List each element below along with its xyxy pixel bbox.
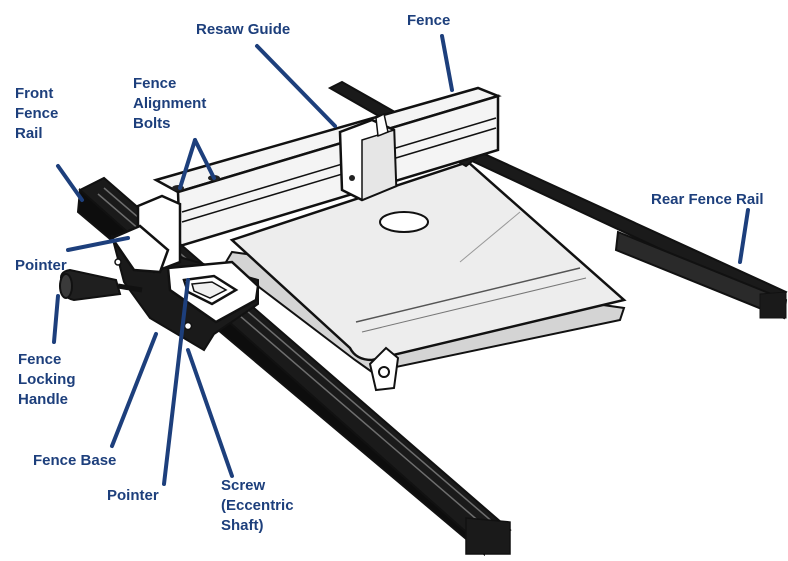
pointer-window-inner [191,281,228,299]
fence-groove-2 [181,127,497,223]
fence-body [152,86,502,248]
leader-lines [52,34,750,486]
table-bracket [368,346,400,392]
leader-screw [186,348,234,478]
table-top [229,160,627,362]
handle-cap [59,273,73,299]
label-pointer-upper: Pointer [15,257,67,274]
table-seam [459,211,521,263]
leader-alignment-bolt-1 [178,138,197,190]
label-fence-alignment-bolts: Fence Alignment Bolts [133,75,207,132]
leader-pointer-upper [66,236,130,252]
leader-alignment-bolt-2 [193,138,216,180]
label-front-fence-rail: Front Fence Rail [15,85,59,142]
label-pointer-lower: Pointer [107,487,159,504]
front-rail-end-cap [465,517,511,555]
leader-front-rail [56,164,84,202]
fence-groove-1 [181,117,497,213]
resaw-guide-part [338,112,398,202]
label-fence: Fence [407,12,451,29]
leader-fence-base [110,332,158,448]
label-rear-fence-rail: Rear Fence Rail [651,191,764,208]
table-insert-hole [379,211,429,233]
saw-table [224,160,627,392]
base-screw-2 [114,258,122,266]
label-fence-base: Fence Base [33,452,117,469]
eccentric-screw [183,321,193,331]
leader-pointer-lower [162,278,190,486]
miter-slot-edge-2 [361,277,587,333]
label-screw-eccentric-shaft: Screw (Eccentric Shaft) [221,477,294,534]
label-fence-locking-handle: Fence Locking Handle [18,351,76,408]
locking-handle-part [59,268,143,302]
label-resaw-guide: Resaw Guide [196,21,291,38]
leader-fence [440,34,454,92]
leader-resaw-guide [255,44,337,128]
leader-rear-rail [738,208,750,264]
handle-shaft [117,283,143,293]
miter-slot-edge [355,267,581,323]
leader-locking-handle [52,294,60,344]
